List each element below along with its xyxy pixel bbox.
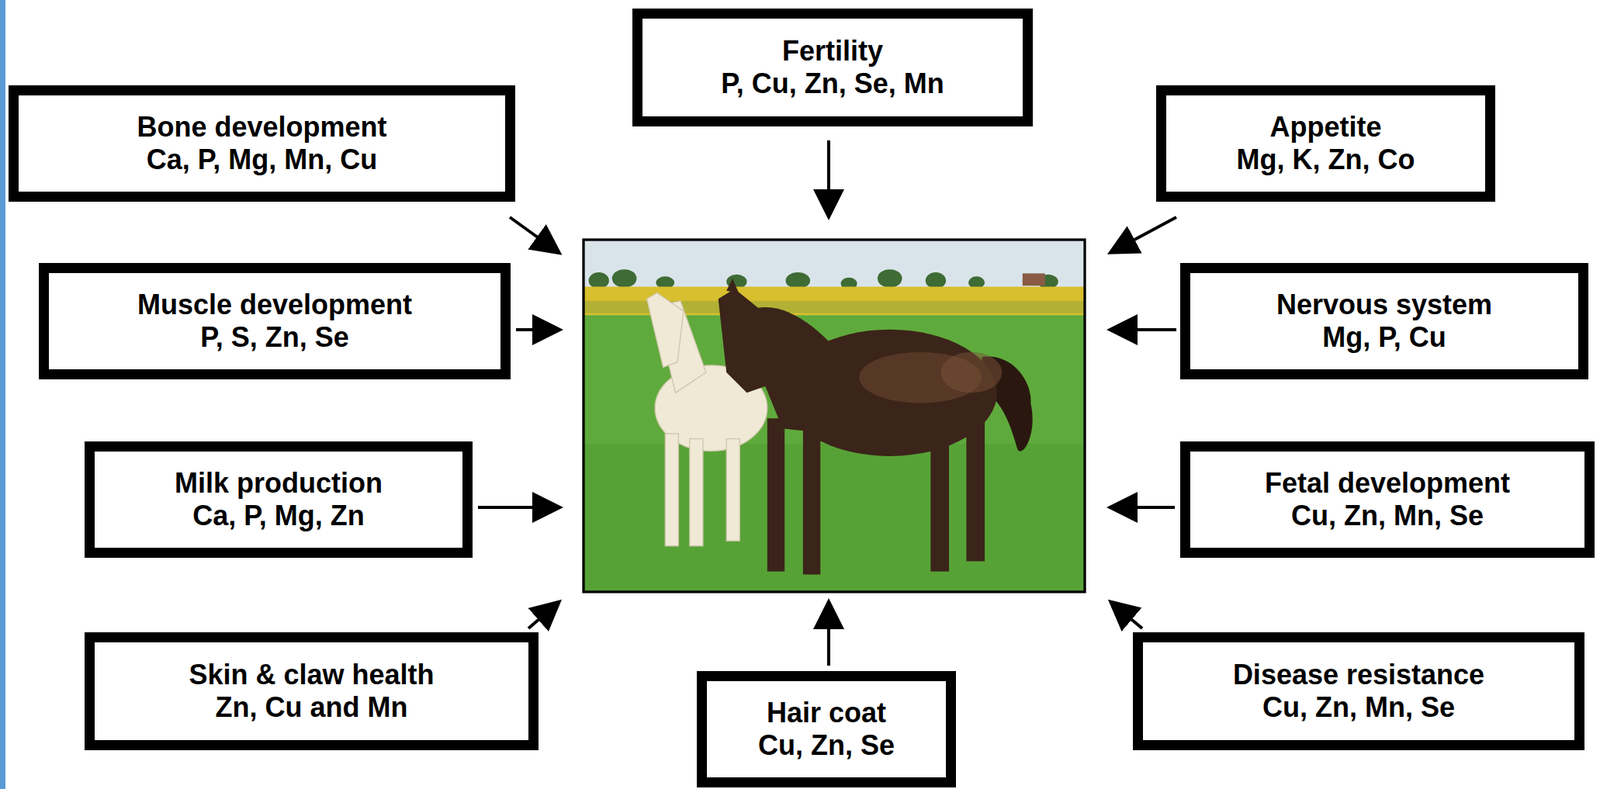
pointer-arrow xyxy=(509,217,558,252)
box-heading: Skin & claw health xyxy=(188,658,434,692)
element-list: Zn, Cu and Mn xyxy=(215,691,409,724)
pointer-arrow xyxy=(477,505,558,510)
element-list: P, S, Zn, Se xyxy=(200,321,349,354)
horse-photo xyxy=(583,239,1085,593)
pointer-arrow xyxy=(1112,505,1175,510)
element-list: P, Cu, Zn, Se, Mn xyxy=(720,67,944,101)
nutrient-box: AppetiteMg, K, Zn, Co xyxy=(1156,85,1496,202)
pointer-arrow xyxy=(1112,603,1143,629)
box-heading: Fertility xyxy=(782,34,884,68)
element-list: Cu, Zn, Mn, Se xyxy=(1262,691,1455,724)
nutrient-box: Fetal developmentCu, Zn, Mn, Se xyxy=(1180,441,1595,558)
element-list: Cu, Zn, Se xyxy=(758,729,895,762)
side-strip xyxy=(0,0,6,789)
box-heading: Nervous system xyxy=(1276,288,1493,322)
pointer-arrow xyxy=(1112,328,1177,332)
box-heading: Milk production xyxy=(174,467,383,500)
nutrient-box: Milk productionCa, P, Mg, Zn xyxy=(84,441,473,558)
nutrient-box: Nervous systemMg, P, Cu xyxy=(1180,263,1589,380)
nutrient-box: Bone developmentCa, P, Mg, Mn, Cu xyxy=(8,85,516,202)
nutrient-box: Hair coatCu, Zn, Se xyxy=(696,671,956,788)
pointer-arrow xyxy=(827,140,831,215)
box-heading: Fetal development xyxy=(1264,467,1510,500)
box-heading: Disease resistance xyxy=(1232,658,1485,692)
pointer-arrow xyxy=(528,603,558,629)
nutrient-box: Disease resistanceCu, Zn, Mn, Se xyxy=(1132,632,1585,751)
box-heading: Appetite xyxy=(1270,110,1382,144)
pointer-arrows xyxy=(477,140,1177,666)
box-heading: Bone development xyxy=(136,110,387,144)
nutrient-box: Muscle developmentP, S, Zn, Se xyxy=(38,263,511,380)
pointer-arrow xyxy=(516,328,558,332)
box-heading: Hair coat xyxy=(766,696,887,730)
element-list: Mg, P, Cu xyxy=(1322,321,1446,354)
box-heading: Muscle development xyxy=(137,288,413,322)
element-list: Cu, Zn, Mn, Se xyxy=(1291,499,1484,533)
pointer-arrow xyxy=(827,604,831,666)
pointer-arrow xyxy=(1112,217,1177,252)
element-list: Ca, P, Mg, Mn, Cu xyxy=(146,143,378,177)
element-list: Mg, K, Zn, Co xyxy=(1236,143,1416,177)
nutrient-box: FertilityP, Cu, Zn, Se, Mn xyxy=(632,8,1033,127)
nutrient-box: Skin & claw healthZn, Cu and Mn xyxy=(84,632,539,751)
element-list: Ca, P, Mg, Zn xyxy=(192,499,364,533)
